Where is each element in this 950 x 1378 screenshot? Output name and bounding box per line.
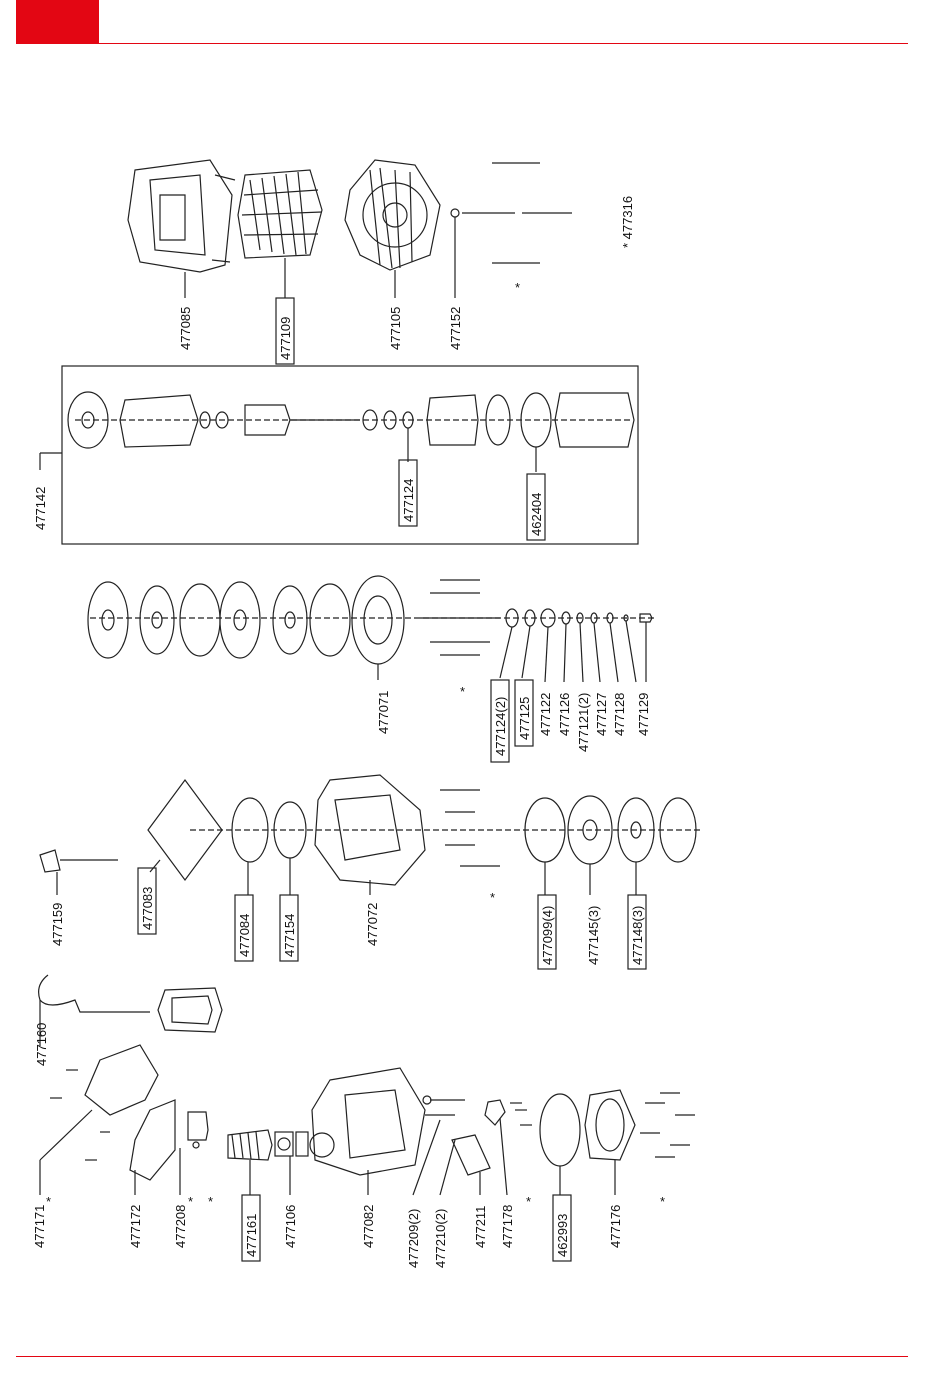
asterisk: * — [515, 280, 520, 295]
part-477172-drawing — [129, 1099, 176, 1181]
label-477152: 477152 — [448, 307, 463, 350]
pump-stages-drawing — [87, 575, 653, 665]
label-477210-2: 477210(2) — [433, 1209, 448, 1268]
label-477125: 477125 — [517, 697, 532, 740]
label-477159: 477159 — [50, 903, 65, 946]
asterisk: * — [526, 1194, 531, 1209]
asterisk: * — [188, 1194, 193, 1209]
asterisk: * — [208, 1194, 213, 1209]
label-462993: 462993 — [555, 1214, 570, 1257]
label-477154: 477154 — [282, 914, 297, 957]
part-477105-drawing — [344, 159, 441, 271]
label-477109: 477109 — [278, 317, 293, 360]
label-477316: * 477316 — [620, 196, 635, 248]
label-477171: 477171 — [32, 1205, 47, 1248]
asterisk: * — [490, 890, 495, 905]
label-477084: 477084 — [237, 914, 252, 957]
part-labels: 477085 477109 477105 477152 * 477316 477… — [32, 196, 651, 1268]
label-477106: 477106 — [283, 1205, 298, 1248]
label-477083: 477083 — [140, 887, 155, 930]
motor-assembly-frame — [61, 365, 639, 545]
footer-rule — [16, 1356, 908, 1357]
label-477121-2: 477121(2) — [576, 693, 591, 752]
label-477099-4: 477099(4) — [540, 906, 555, 965]
part-477159-drawing — [39, 849, 118, 873]
part-477072-drawing — [314, 774, 500, 886]
part-477171-drawing — [50, 1044, 159, 1161]
label-477127: 477127 — [594, 693, 609, 736]
brand-tab — [16, 0, 99, 44]
asterisk-markers: * * * * * * * * — [46, 280, 665, 1209]
asterisk: * — [660, 1194, 665, 1209]
asterisk: * — [460, 684, 465, 699]
label-477126: 477126 — [557, 693, 572, 736]
part-477082-drawing — [309, 1067, 426, 1176]
label-462404: 462404 — [529, 493, 544, 536]
label-477142: 477142 — [33, 487, 48, 530]
label-477178: 477178 — [500, 1205, 515, 1248]
part-477211-drawing — [451, 1134, 491, 1176]
part-477109-drawing — [237, 169, 323, 259]
label-477145-3: 477145(3) — [586, 906, 601, 965]
label-477071: 477071 — [376, 691, 391, 734]
part-477085-drawing — [127, 159, 236, 273]
label-477148-3: 477148(3) — [630, 906, 645, 965]
part-477152-drawing — [450, 162, 572, 264]
label-477082: 477082 — [361, 1205, 376, 1248]
label-477122: 477122 — [538, 693, 553, 736]
label-477124-2: 477124(2) — [493, 697, 508, 756]
header-rule — [16, 43, 908, 44]
part-477209-drawing — [422, 1095, 465, 1116]
label-477208: 477208 — [173, 1205, 188, 1248]
part-477178-drawing — [484, 1099, 532, 1126]
label-477105: 477105 — [388, 307, 403, 350]
part-477176-drawing — [584, 1089, 695, 1161]
part-477106-drawing — [274, 1131, 309, 1157]
part-477208-drawing — [187, 1111, 209, 1149]
label-477128: 477128 — [612, 693, 627, 736]
label-477124: 477124 — [401, 479, 416, 522]
label-477085: 477085 — [178, 307, 193, 350]
label-477161: 477161 — [244, 1214, 259, 1257]
label-477072: 477072 — [365, 903, 380, 946]
label-477209-2: 477209(2) — [406, 1209, 421, 1268]
label-477211: 477211 — [473, 1206, 488, 1248]
label-477129: 477129 — [636, 693, 651, 736]
part-477161-drawing — [227, 1129, 273, 1161]
label-477160: 477160 — [34, 1023, 49, 1066]
asterisk: * — [46, 1194, 51, 1209]
part-462993-drawing — [539, 1093, 581, 1167]
label-477172: 477172 — [128, 1205, 143, 1248]
label-477176: 477176 — [608, 1205, 623, 1248]
part-477160-drawing — [38, 974, 223, 1033]
